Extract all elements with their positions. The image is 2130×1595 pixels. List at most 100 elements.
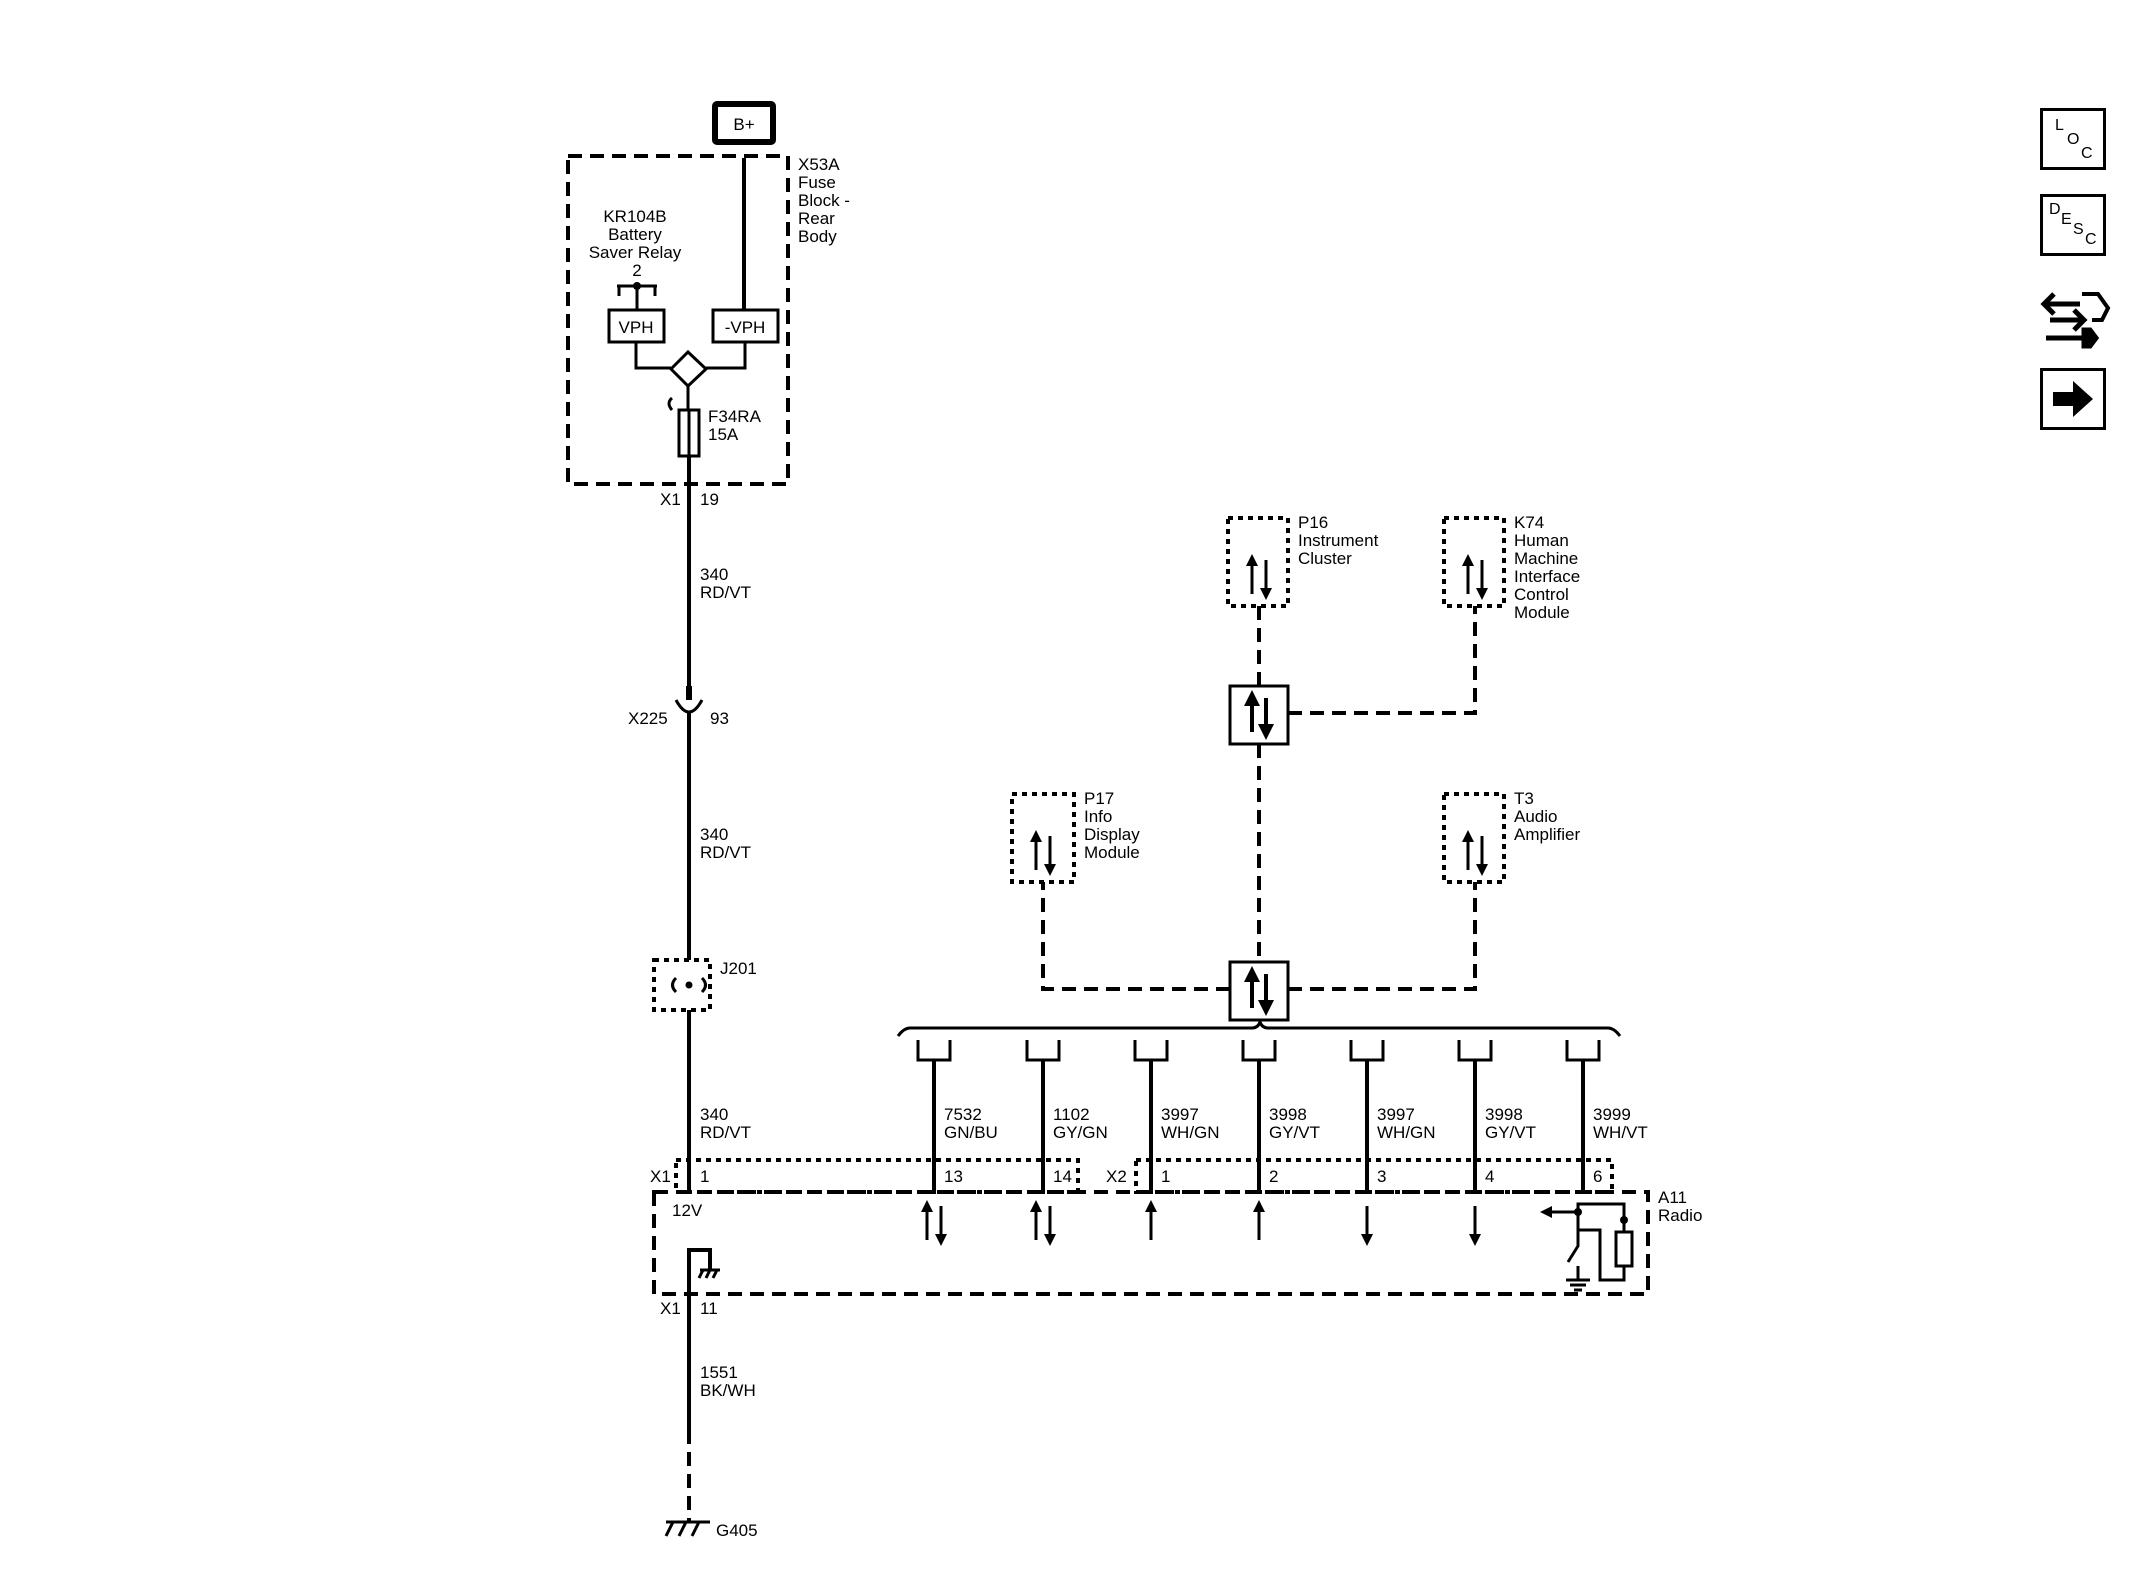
svg-text:19: 19 xyxy=(700,490,719,509)
svg-text:RD/VT: RD/VT xyxy=(700,1123,751,1142)
inline-connector-x225 xyxy=(674,686,704,714)
svg-text:340: 340 xyxy=(700,825,728,844)
splice-j201-icon xyxy=(671,976,707,994)
description-button[interactable]: D E S C xyxy=(2040,194,2106,256)
svg-text:K74: K74 xyxy=(1514,513,1544,532)
signal-circuit-number: 7532 xyxy=(944,1105,982,1124)
svg-text:93: 93 xyxy=(710,709,729,728)
signal-wire-color: WH/GN xyxy=(1161,1123,1220,1142)
signal-pin-number: 13 xyxy=(944,1167,963,1186)
signal-circuit-number: 1102 xyxy=(1053,1105,1090,1124)
module-p17-info-display xyxy=(1010,792,1076,884)
svg-text:Radio: Radio xyxy=(1658,1206,1702,1225)
ground-g405-icon xyxy=(664,1520,710,1537)
desc-letter-e: E xyxy=(2061,211,2072,228)
svg-text:X1: X1 xyxy=(650,1167,671,1186)
radio-connector-x2-outline xyxy=(1134,1158,1614,1194)
signal-wire-color: WH/VT xyxy=(1593,1123,1648,1142)
svg-text:Fuse: Fuse xyxy=(798,173,836,192)
svg-text:340: 340 xyxy=(700,1105,728,1124)
svg-text:Machine: Machine xyxy=(1514,549,1578,568)
svg-text:Amplifier: Amplifier xyxy=(1514,825,1580,844)
signal-pin-number: 3 xyxy=(1377,1167,1386,1186)
svg-text:Module: Module xyxy=(1514,603,1570,622)
svg-text:X225: X225 xyxy=(628,709,668,728)
radio-internal-ground-icon xyxy=(687,1248,720,1294)
signal-wire-color: GY/VT xyxy=(1269,1123,1320,1142)
data-gateway-lower-icon xyxy=(1228,960,1290,1022)
loc-letter-l: L xyxy=(2055,117,2064,134)
signal-circuit-number: 3997 xyxy=(1377,1105,1415,1124)
desc-letter-d: D xyxy=(2049,201,2061,218)
svg-text:12V: 12V xyxy=(672,1201,703,1220)
battery-positive-terminal: B+ xyxy=(712,101,776,145)
svg-text:Block -: Block - xyxy=(798,191,850,210)
relay-diode-junction-icon xyxy=(634,342,747,411)
signal-wire-color: GY/GN xyxy=(1053,1123,1108,1142)
svg-text:11: 11 xyxy=(700,1299,718,1318)
connector-repair-button[interactable] xyxy=(2040,286,2112,352)
radio-input-switch-circuit-icon xyxy=(1540,1202,1634,1292)
svg-text:2: 2 xyxy=(632,261,641,280)
svg-text:X1: X1 xyxy=(660,1299,681,1318)
radio-signal-wires: 7532GN/BU131102GY/GN143997WH/GN13998GY/V… xyxy=(916,1040,1648,1246)
signal-wire-color: GY/VT xyxy=(1485,1123,1536,1142)
negative-vph-box xyxy=(711,308,780,344)
data-bus-brace xyxy=(896,1017,1622,1037)
svg-text:Control: Control xyxy=(1514,585,1569,604)
svg-text:G405: G405 xyxy=(716,1521,758,1540)
svg-text:-VPH: -VPH xyxy=(725,318,766,337)
svg-text:VPH: VPH xyxy=(619,318,654,337)
location-button[interactable]: L O C xyxy=(2040,108,2106,170)
svg-text:Audio: Audio xyxy=(1514,807,1557,826)
svg-text:Display: Display xyxy=(1084,825,1140,844)
signal-pin-number: 14 xyxy=(1053,1167,1072,1186)
vph-box xyxy=(607,308,666,344)
signal-pin-number: 2 xyxy=(1269,1167,1278,1186)
svg-text:Cluster: Cluster xyxy=(1298,549,1352,568)
signal-circuit-number: 3998 xyxy=(1485,1105,1523,1124)
loc-letter-o: O xyxy=(2067,131,2080,148)
signal-circuit-number: 3998 xyxy=(1269,1105,1307,1124)
connector-repair-icon xyxy=(2040,292,2111,349)
data-gateway-upper-icon xyxy=(1228,684,1290,746)
svg-text:1551: 1551 xyxy=(700,1363,738,1382)
svg-text:T3: T3 xyxy=(1514,789,1534,808)
desc-letter-c: C xyxy=(2085,231,2097,248)
signal-wire-color: WH/GN xyxy=(1377,1123,1436,1142)
svg-text:Info: Info xyxy=(1084,807,1112,826)
next-page-button[interactable] xyxy=(2040,368,2106,430)
signal-circuit-number: 3997 xyxy=(1161,1105,1199,1124)
fuse-block-outline xyxy=(566,154,790,486)
module-p16-instrument-cluster xyxy=(1226,516,1290,608)
svg-text:Saver Relay: Saver Relay xyxy=(589,243,682,262)
svg-text:RD/VT: RD/VT xyxy=(700,583,751,602)
svg-text:Rear: Rear xyxy=(798,209,835,228)
svg-text:Battery: Battery xyxy=(608,225,662,244)
signal-pin-number: 4 xyxy=(1485,1167,1494,1186)
svg-text:F34RA: F34RA xyxy=(708,407,762,426)
svg-text:B+: B+ xyxy=(733,115,754,134)
svg-text:J201: J201 xyxy=(720,959,757,978)
svg-text:Module: Module xyxy=(1084,843,1140,862)
signal-pin-number: 1 xyxy=(1161,1167,1170,1186)
svg-text:X53A: X53A xyxy=(798,155,840,174)
svg-text:1: 1 xyxy=(700,1167,709,1186)
svg-text:Instrument: Instrument xyxy=(1298,531,1379,550)
right-arrow-icon xyxy=(2053,381,2093,417)
svg-text:Interface: Interface xyxy=(1514,567,1580,586)
svg-text:X2: X2 xyxy=(1106,1167,1127,1186)
svg-text:X1: X1 xyxy=(660,490,681,509)
signal-circuit-number: 3999 xyxy=(1593,1105,1631,1124)
battery-saver-relay-label: KR104B Battery Saver Relay 2 xyxy=(589,207,682,280)
svg-text:A11: A11 xyxy=(1658,1188,1687,1207)
svg-text:Human: Human xyxy=(1514,531,1569,550)
svg-text:15A: 15A xyxy=(708,425,739,444)
